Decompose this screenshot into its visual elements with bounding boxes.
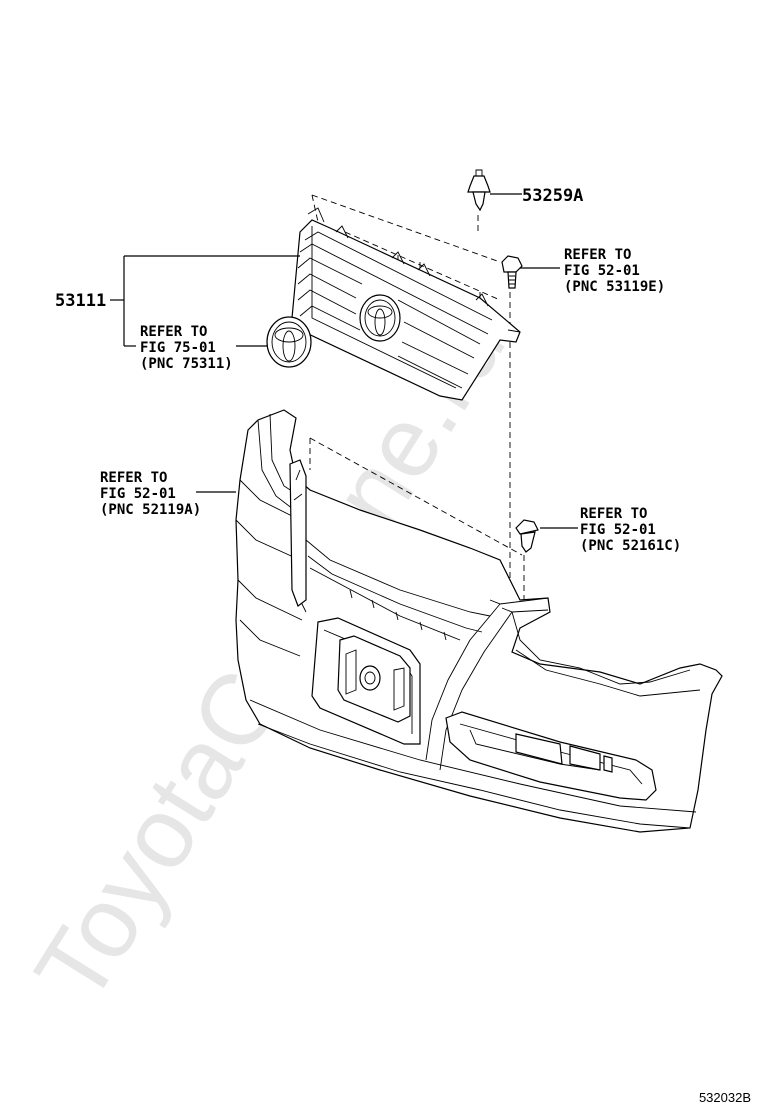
grille-screw-53119e	[501, 255, 523, 289]
figure-id: 532032B	[699, 1090, 751, 1105]
callout-line-3: (PNC 53119E)	[564, 279, 665, 295]
callout-line-1: REFER TO	[140, 324, 207, 340]
callout-line-3: (PNC 52161C)	[580, 538, 681, 554]
callout-grille-screw-ref: REFER TO FIG 52-01 (PNC 53119E)	[564, 247, 665, 295]
front-bumper-cover	[235, 409, 723, 833]
grille-clip-53259a	[467, 169, 491, 212]
part-number-53259a: 53259A	[522, 186, 583, 206]
callout-bumper-ref: REFER TO FIG 52-01 (PNC 52119A)	[100, 470, 201, 518]
radiator-grille	[291, 207, 521, 401]
toyota-emblem	[266, 316, 312, 368]
bumper-clip-52161c	[515, 519, 539, 553]
callout-labels: 53259A 53111 REFER TO FIG 52-01 (PNC 531…	[55, 186, 751, 1105]
callout-line-1: REFER TO	[564, 247, 631, 263]
callout-line-2: FIG 52-01	[100, 486, 176, 502]
callout-line-1: REFER TO	[580, 506, 647, 522]
callout-line-3: (PNC 52119A)	[100, 502, 201, 518]
callout-line-1: REFER TO	[100, 470, 167, 486]
callout-line-2: FIG 52-01	[564, 263, 640, 279]
callout-line-2: FIG 52-01	[580, 522, 656, 538]
callout-line-3: (PNC 75311)	[140, 356, 233, 372]
part-number-53111: 53111	[55, 291, 106, 311]
callout-emblem-ref: REFER TO FIG 75-01 (PNC 75311)	[140, 324, 233, 372]
leader-lines	[110, 193, 578, 529]
callout-line-2: FIG 75-01	[140, 340, 216, 356]
callout-bumper-clip-ref: REFER TO FIG 52-01 (PNC 52161C)	[580, 506, 681, 554]
